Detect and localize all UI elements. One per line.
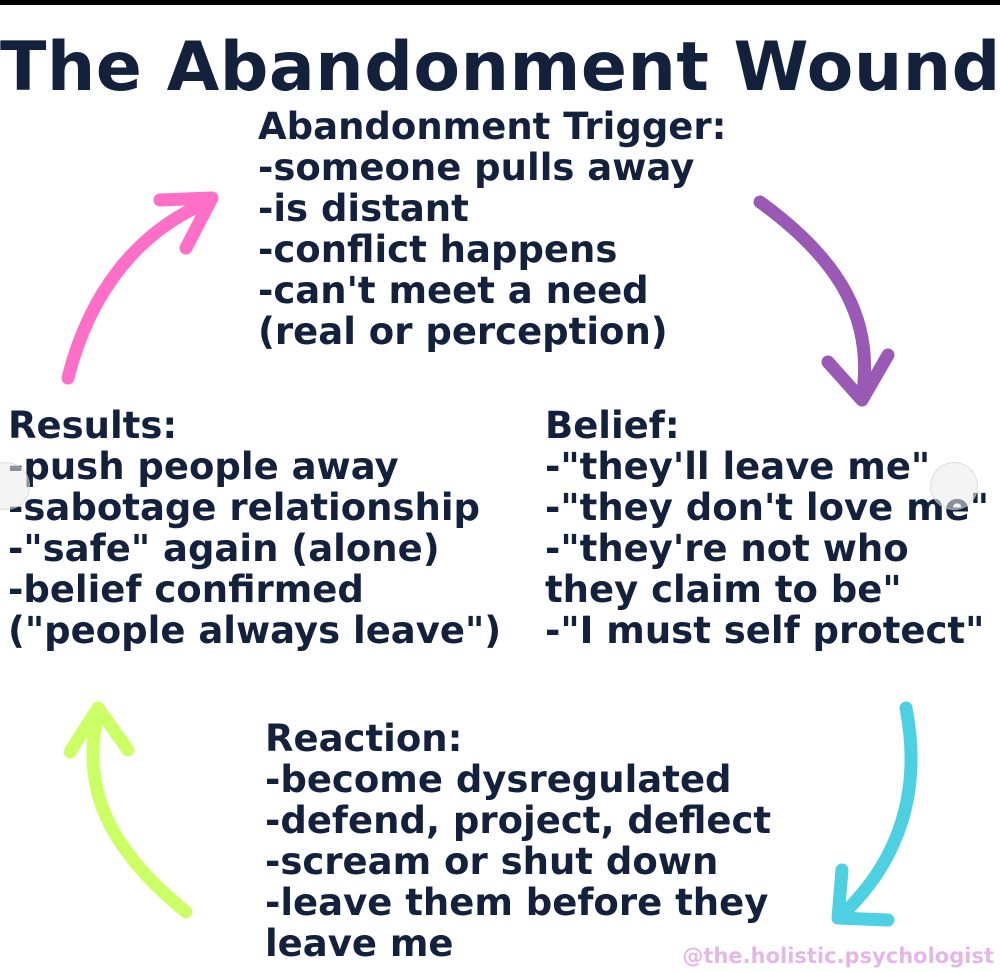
results-line: -push people away — [8, 445, 399, 488]
belief-heading: Belief: — [545, 404, 680, 447]
belief-line: -"they don't love me" — [545, 486, 990, 529]
results-section: Results: -push people away -sabotage rel… — [8, 405, 501, 651]
trigger-line: -conflict happens — [258, 228, 618, 271]
results-line: -sabotage relationship — [8, 486, 481, 529]
page-title: The Abandonment Wound — [0, 28, 1000, 107]
top-border — [0, 0, 1000, 5]
reaction-heading: Reaction: — [265, 717, 463, 760]
arrow-results-to-trigger-icon — [61, 191, 219, 385]
arrow-belief-to-reaction-icon — [831, 701, 918, 927]
trigger-section: Abandonment Trigger: -someone pulls away… — [258, 106, 726, 352]
trigger-line: (real or perception) — [258, 310, 668, 353]
trigger-line: -can't meet a need — [258, 269, 649, 312]
trigger-line: -someone pulls away — [258, 146, 695, 189]
trigger-line: -is distant — [258, 187, 469, 230]
results-line: -"safe" again (alone) — [8, 527, 440, 570]
belief-line: -"they'll leave me" — [545, 445, 931, 488]
watermark: @the.holistic.psychologist — [682, 944, 994, 968]
carousel-next-button[interactable] — [930, 462, 978, 510]
belief-line: -"I must self protect" — [545, 609, 985, 652]
belief-section: Belief: -"they'll leave me" -"they don't… — [545, 405, 989, 651]
reaction-line: leave me — [265, 922, 454, 965]
arrow-reaction-to-results-icon — [63, 701, 193, 919]
arrow-trigger-to-belief-icon — [753, 195, 895, 407]
reaction-section: Reaction: -become dysregulated -defend, … — [265, 718, 771, 964]
belief-line: they claim to be" — [545, 568, 902, 611]
belief-line: -"they're not who — [545, 527, 909, 570]
reaction-line: -scream or shut down — [265, 840, 719, 883]
results-line: -belief confirmed — [8, 568, 364, 611]
reaction-line: -leave them before they — [265, 881, 769, 924]
results-heading: Results: — [8, 404, 178, 447]
reaction-line: -become dysregulated — [265, 758, 732, 801]
results-line: ("people always leave") — [8, 609, 502, 652]
reaction-line: -defend, project, deflect — [265, 799, 772, 842]
trigger-heading: Abandonment Trigger: — [258, 105, 727, 148]
